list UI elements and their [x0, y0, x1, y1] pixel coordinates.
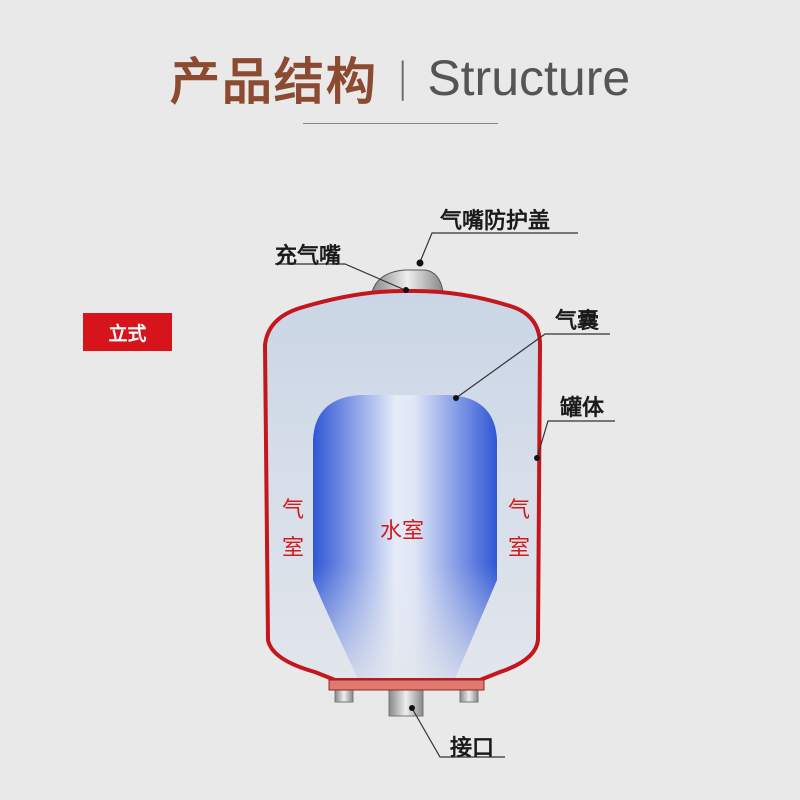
label-valve-cap: 气嘴防护盖	[440, 209, 551, 234]
title-chinese: 产品结构	[169, 53, 378, 111]
base-plate	[328, 679, 485, 691]
connector-pipe	[388, 689, 424, 717]
label-connector: 接口	[450, 736, 495, 761]
title-english: Structure	[427, 50, 631, 106]
label-water-chamber: 水室	[380, 519, 425, 544]
label-air-chamber-right: 气室	[507, 498, 530, 561]
title-underline	[303, 123, 498, 124]
label-bladder: 气囊	[555, 309, 600, 334]
type-badge: 立式	[83, 313, 172, 351]
page-title: 产品结构 | Structure	[0, 42, 800, 114]
label-valve: 充气嘴	[275, 244, 342, 269]
label-air-chamber-left: 气室	[281, 498, 304, 561]
valve-cap	[371, 269, 444, 293]
label-tank-body: 罐体	[560, 396, 605, 421]
title-separator: |	[395, 55, 410, 101]
